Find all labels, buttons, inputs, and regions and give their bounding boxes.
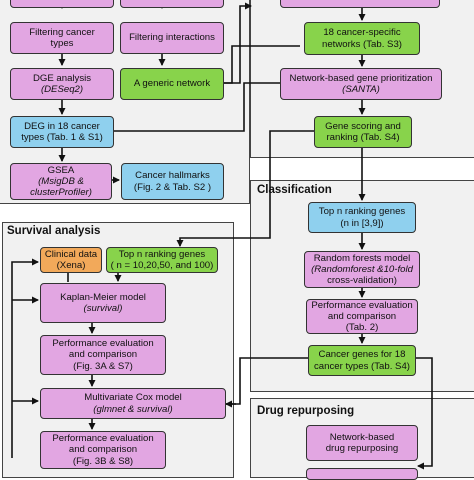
performance-cox-node: Performance evaluation and comparison (F… [40,431,166,469]
filter-cancer-types-node [10,0,114,8]
random-forest-node: Random forests model (Randomforest &10-f… [304,251,420,288]
cancer-genes-node: Cancer genes for 18 cancer types (Tab. S… [308,345,416,376]
kaplan-meier-node: Kaplan-Meier model (survival) [40,283,166,323]
gene-scoring-node: Gene scoring and ranking (Tab. S4) [314,116,412,148]
top-n-survival-node: Top n ranking genes ( n = 10,20,50, and … [106,247,218,273]
filter-cancer-node: Filtering cancer types [10,22,114,54]
performance-classification-node: Performance evaluation and comparison (T… [306,299,418,334]
performance-km-node: Performance evaluation and comparison (F… [40,335,166,375]
filter-interactions-node: Filtering interactions [120,22,224,54]
dge-analysis-node: DGE analysis (DESeq2) [10,68,114,100]
top-right-node [280,0,440,8]
filter-interactions-top-node [120,0,224,8]
drug-panel-title: Drug repurposing [257,405,355,417]
gsea-node: GSEA (MsigDB & clusterProfiler) [10,163,112,200]
generic-network-node: A generic network [120,68,224,100]
prioritization-node: Network-based gene prioritization (SANTA… [280,68,442,100]
specific-networks-node: 18 cancer-specific networks (Tab. S3) [304,22,420,55]
cox-model-node: Multivariate Cox model (glmnet & surviva… [40,388,226,419]
deg-node: DEG in 18 cancer types (Tab. 1 & S1) [10,116,114,148]
survival-panel-title: Survival analysis [7,225,101,237]
cancer-hallmarks-node: Cancer hallmarks (Fig. 2 & Tab. S2 ) [121,163,224,200]
drug-next-node [306,468,418,480]
classification-panel-title: Classification [257,184,332,196]
top-n-classification-node: Top n ranking genes (n in [3,9]) [308,202,416,233]
drug-repurposing-node: Network-based drug repurposing [306,425,418,461]
clinical-data-node: Clinical data (Xena) [40,247,102,273]
